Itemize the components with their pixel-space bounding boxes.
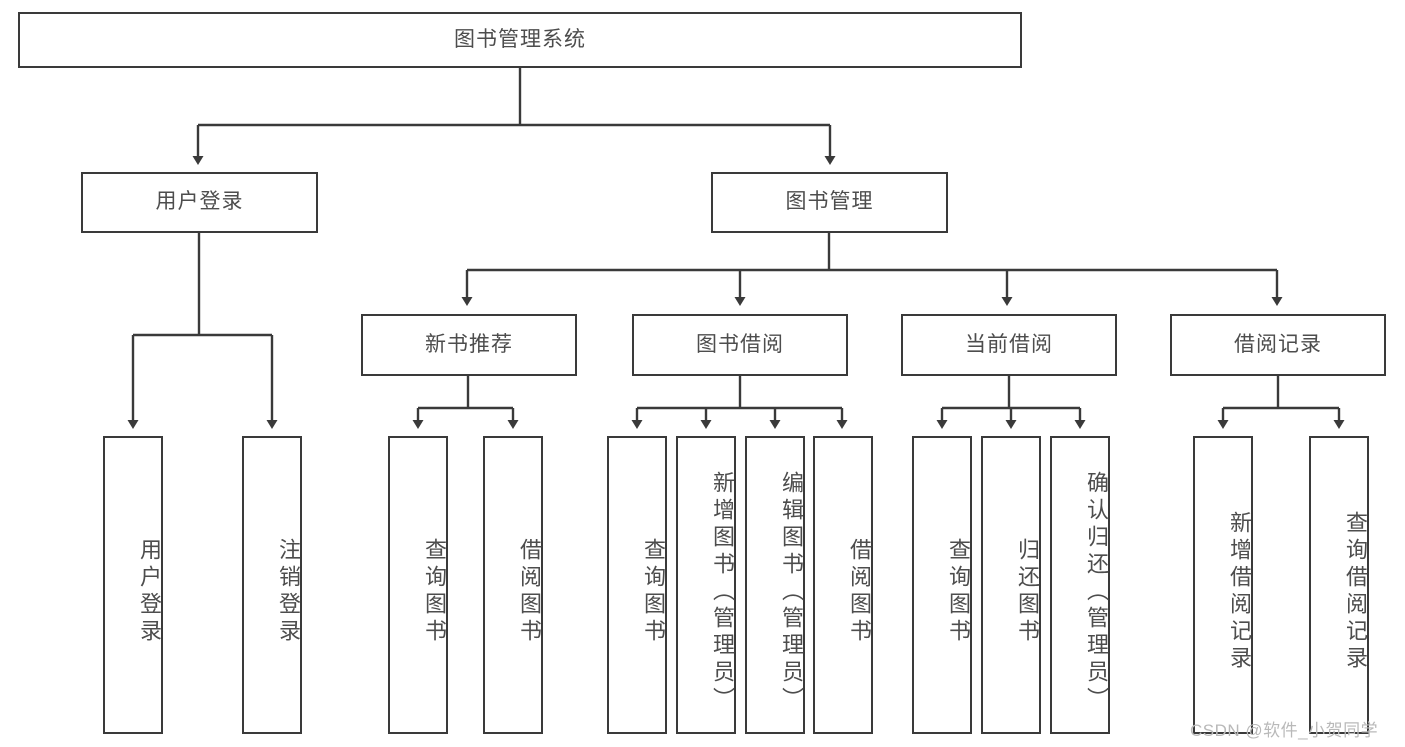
node-label: 借阅图书 bbox=[517, 538, 542, 646]
node-leaf-add-borrow-record[interactable]: 新增借阅记录 bbox=[1193, 436, 1253, 734]
node-label: 新增图书（管理员） bbox=[710, 470, 735, 714]
node-leaf-query-book-current[interactable]: 查询图书 bbox=[912, 436, 972, 734]
node-leaf-edit-book-admin[interactable]: 编辑图书（管理员） bbox=[745, 436, 805, 734]
node-label: 图书借阅 bbox=[696, 332, 784, 356]
node-leaf-confirm-return-admin[interactable]: 确认归还（管理员） bbox=[1050, 436, 1110, 734]
node-label: 查询图书 bbox=[946, 538, 971, 646]
node-label: 图书管理系统 bbox=[454, 27, 586, 51]
node-label: 借阅记录 bbox=[1234, 332, 1322, 356]
node-label: 归还图书 bbox=[1015, 538, 1040, 646]
node-label: 查询图书 bbox=[422, 538, 447, 646]
node-label: 查询图书 bbox=[641, 538, 666, 646]
node-label: 编辑图书（管理员） bbox=[779, 470, 804, 714]
node-leaf-query-book-borrow[interactable]: 查询图书 bbox=[607, 436, 667, 734]
node-leaf-query-borrow-record[interactable]: 查询借阅记录 bbox=[1309, 436, 1369, 734]
node-borrow-record[interactable]: 借阅记录 bbox=[1170, 314, 1386, 376]
node-leaf-borrow-book[interactable]: 借阅图书 bbox=[813, 436, 873, 734]
node-label: 当前借阅 bbox=[965, 332, 1053, 356]
node-leaf-logout[interactable]: 注销登录 bbox=[242, 436, 302, 734]
node-label: 用户登录 bbox=[137, 538, 162, 646]
node-leaf-return-book[interactable]: 归还图书 bbox=[981, 436, 1041, 734]
node-leaf-borrow-book-recommend[interactable]: 借阅图书 bbox=[483, 436, 543, 734]
node-root-book-management-system[interactable]: 图书管理系统 bbox=[18, 12, 1022, 68]
watermark-text: CSDN @软件_小贺同学 bbox=[1190, 721, 1379, 740]
node-leaf-user-login[interactable]: 用户登录 bbox=[103, 436, 163, 734]
node-label: 借阅图书 bbox=[847, 538, 872, 646]
node-current-borrow[interactable]: 当前借阅 bbox=[901, 314, 1117, 376]
node-book-management[interactable]: 图书管理 bbox=[711, 172, 948, 233]
node-label: 注销登录 bbox=[276, 538, 301, 646]
node-leaf-add-book-admin[interactable]: 新增图书（管理员） bbox=[676, 436, 736, 734]
node-leaf-query-book-recommend[interactable]: 查询图书 bbox=[388, 436, 448, 734]
node-new-book-recommend[interactable]: 新书推荐 bbox=[361, 314, 577, 376]
node-label: 新增借阅记录 bbox=[1227, 511, 1252, 673]
node-label: 图书管理 bbox=[785, 190, 874, 214]
node-label: 新书推荐 bbox=[425, 332, 513, 356]
node-label: 确认归还（管理员） bbox=[1084, 470, 1109, 714]
node-label: 查询借阅记录 bbox=[1343, 511, 1368, 673]
node-label: 用户登录 bbox=[155, 190, 244, 214]
node-book-borrow[interactable]: 图书借阅 bbox=[632, 314, 848, 376]
node-user-login[interactable]: 用户登录 bbox=[81, 172, 318, 233]
